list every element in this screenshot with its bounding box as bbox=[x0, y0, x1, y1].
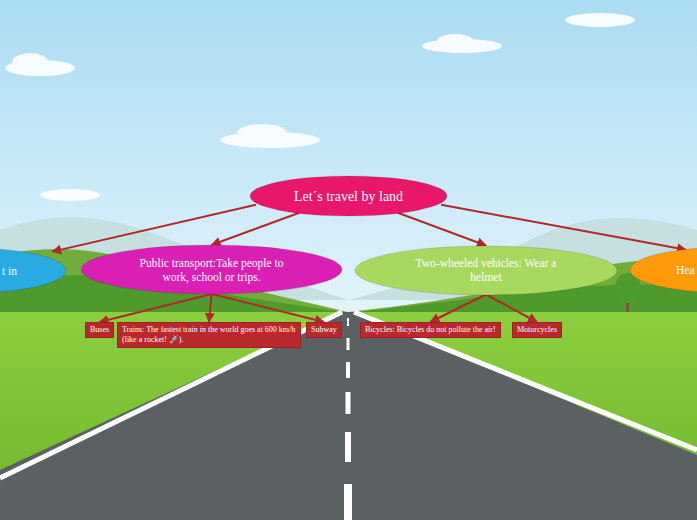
road-edge bbox=[0, 312, 342, 478]
node-text: Hea bbox=[676, 263, 695, 277]
connector-line bbox=[100, 294, 212, 322]
topic-ellipse: Public transport:Take people to work, sc… bbox=[81, 245, 342, 294]
node-text: Public transport:Take people to work, sc… bbox=[127, 256, 296, 284]
connector-line bbox=[430, 295, 486, 323]
center-dashes bbox=[344, 318, 352, 520]
clouds bbox=[5, 13, 635, 201]
node-text: Buses bbox=[90, 325, 109, 335]
subtopic-box: Motorcycles bbox=[512, 322, 562, 338]
subtopic-box: Subway bbox=[306, 322, 342, 338]
topic-ellipse: Two-wheeled vehicles: Wear a helmet bbox=[355, 246, 617, 295]
road bbox=[0, 312, 697, 520]
node-text: Two-wheeled vehicles: Wear a helmet bbox=[401, 256, 571, 284]
topic-ellipse: Let´s travel by land bbox=[250, 176, 447, 216]
subtopic-box: Trains: The fastest train in the world g… bbox=[117, 322, 301, 348]
connector-line bbox=[212, 213, 300, 245]
connector-line bbox=[398, 213, 486, 246]
connector-line bbox=[486, 295, 537, 323]
node-text: t in bbox=[2, 264, 17, 278]
node-text: Trains: The fastest train in the world g… bbox=[122, 325, 296, 345]
road-edge bbox=[354, 312, 697, 450]
node-text: Let´s travel by land bbox=[294, 188, 403, 205]
connector-line bbox=[441, 205, 686, 250]
grass bbox=[0, 312, 697, 520]
node-text: Bicycles: Bicycles do not pollute the ai… bbox=[365, 325, 496, 335]
ellipse-outline bbox=[81, 245, 342, 294]
connector-line bbox=[52, 205, 256, 252]
subtopic-box: Buses bbox=[85, 322, 114, 338]
topic-ellipse: t in bbox=[0, 248, 66, 293]
subtopic-box: Bicycles: Bicycles do not pollute the ai… bbox=[360, 322, 501, 338]
sky bbox=[0, 0, 697, 320]
ellipse-outline bbox=[355, 246, 617, 295]
connector-line bbox=[212, 294, 324, 322]
topic-ellipse: Hea bbox=[630, 247, 697, 293]
connector-line bbox=[209, 294, 212, 322]
node-text: Subway bbox=[311, 325, 337, 335]
node-text: Motorcycles bbox=[517, 325, 557, 335]
